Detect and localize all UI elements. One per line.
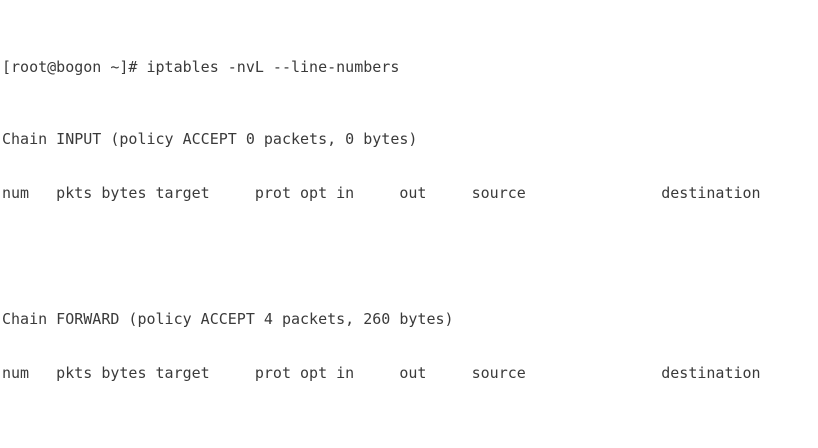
chain-header-input: Chain INPUT (policy ACCEPT 0 packets, 0 … (2, 130, 418, 148)
blank-line (2, 238, 818, 256)
blank-line (2, 418, 818, 436)
column-header-input: num pkts bytes target prot opt in out so… (2, 184, 761, 202)
chain-header-forward: Chain FORWARD (policy ACCEPT 4 packets, … (2, 310, 454, 328)
command-prompt-line: [root@bogon ~]# iptables -nvL --line-num… (2, 58, 400, 76)
column-header-forward: num pkts bytes target prot opt in out so… (2, 364, 761, 382)
